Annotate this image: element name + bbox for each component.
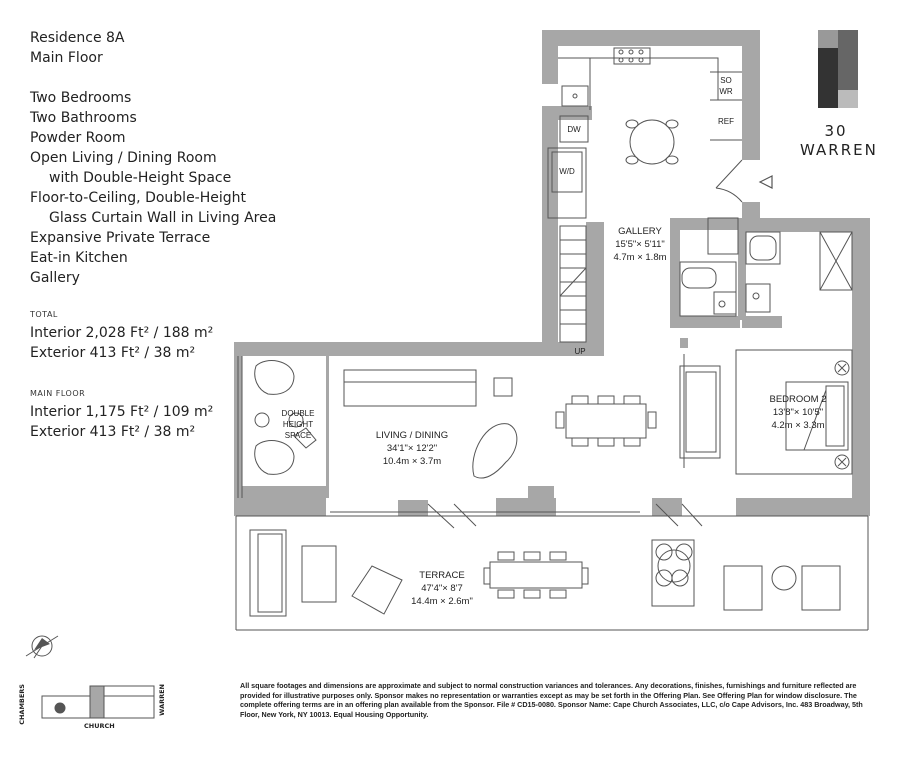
feature-item: Floor-to-Ceiling, Double-Height: [30, 190, 247, 206]
feature-item: Gallery: [30, 270, 80, 286]
feature-item: Eat-in Kitchen: [30, 250, 128, 266]
ref-label: REF: [718, 117, 734, 126]
main-floor-area-caption: MAIN FLOOR: [30, 389, 86, 398]
dw-label: DW: [567, 125, 581, 134]
living-dim-metric: 10.4m × 3.7m: [383, 456, 441, 467]
gallery-dim-imperial: 15'5"× 5'11": [615, 239, 665, 250]
key-plan-warren-label: WARREN: [158, 684, 166, 716]
bedroom2-dim-imperial: 13'8"× 10'5": [773, 407, 823, 418]
residence-title: Residence 8A: [30, 30, 125, 46]
gallery-label: GALLERY: [618, 226, 662, 237]
feature-list: Two Bedrooms Two Bathrooms Powder Room O…: [30, 88, 300, 288]
wd-label: W/D: [559, 167, 575, 176]
terrace-dim-imperial: 47'4"× 8'7: [421, 583, 463, 594]
north-arrow-icon: [34, 638, 50, 650]
key-plan-chambers-label: CHAMBERS: [18, 684, 26, 725]
main-floor-exterior-area: Exterior 413 Ft² / 38 m²: [30, 424, 196, 440]
total-area-caption: TOTAL: [30, 310, 58, 319]
feature-item: Two Bathrooms: [30, 110, 137, 126]
walls: [234, 30, 870, 516]
logo-number: 30: [824, 122, 848, 140]
building-logo: 30 WARREN: [800, 122, 878, 160]
bedroom2-label: BEDROOM 2: [769, 394, 826, 405]
feature-item: Expansive Private Terrace: [30, 230, 211, 246]
feature-item: with Double-Height Space: [49, 170, 232, 186]
total-exterior-area: Exterior 413 Ft² / 38 m²: [30, 345, 196, 361]
key-plan-church-label: CHURCH: [84, 722, 115, 730]
living-label: LIVING / DINING: [376, 430, 448, 441]
interior-lines: [25, 47, 869, 719]
main-floor-interior-area: Interior 1,175 Ft² / 109 m²: [30, 404, 214, 420]
terrace-dim-metric: 14.4m × 2.6m": [411, 596, 473, 607]
so-wr-label: SO: [720, 76, 732, 85]
total-interior-area: Interior 2,028 Ft² / 188 m²: [30, 325, 214, 341]
feature-item: Two Bedrooms: [30, 90, 132, 106]
gallery-dim-metric: 4.7m × 1.8m: [613, 252, 666, 263]
feature-item: Glass Curtain Wall in Living Area: [49, 210, 277, 226]
legal-disclaimer: All square footages and dimensions are a…: [240, 681, 863, 719]
info-panel: Residence 8A Main Floor Two Bedrooms Two…: [30, 28, 300, 442]
logo-name: WARREN: [800, 141, 878, 159]
double-height-label: SPACE: [285, 431, 312, 440]
stair-up-label: UP: [574, 347, 585, 356]
bedroom2-dim-metric: 4.2m × 3.3m: [771, 420, 824, 431]
double-height-label: HEIGHT: [283, 420, 313, 429]
terrace-label: TERRACE: [419, 570, 464, 581]
feature-item: Powder Room: [30, 130, 126, 146]
floor-title: Main Floor: [30, 50, 103, 66]
double-height-label: DOUBLE: [282, 409, 315, 418]
living-dim-imperial: 34'1"× 12'2": [387, 443, 437, 454]
so-wr-label: WR: [719, 87, 733, 96]
logo-mark: [818, 30, 858, 108]
feature-item: Open Living / Dining Room: [30, 150, 217, 166]
entry-arrow-icon: [758, 175, 773, 189]
